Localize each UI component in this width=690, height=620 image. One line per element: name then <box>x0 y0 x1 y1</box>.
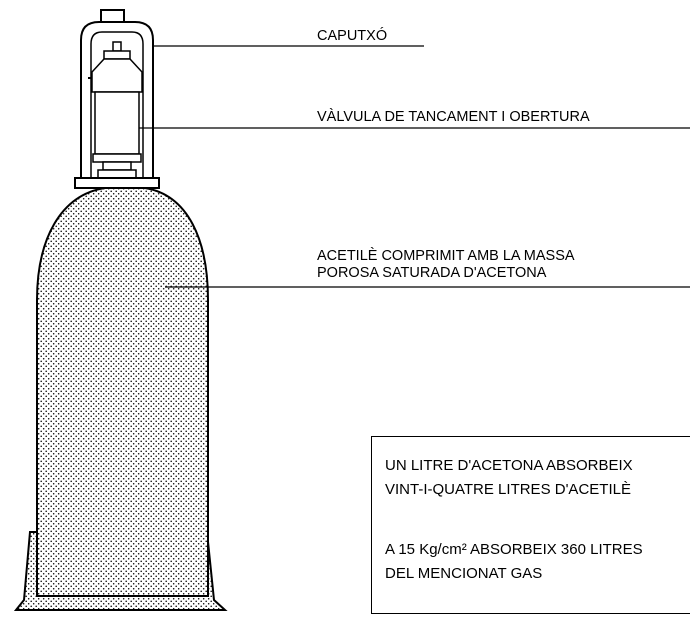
shutoff-valve <box>74 41 160 189</box>
acetylene-label-line1: ACETILÈ COMPRIMIT AMB LA MASSA <box>317 248 575 264</box>
info-box-line2: VINT-I-QUATRE LITRES D'ACETILÈ <box>385 481 631 498</box>
info-box-line3: A 15 Kg/cm² ABSORBEIX 360 LITRES <box>385 541 643 558</box>
cap-label: CAPUTXÓ <box>317 28 388 44</box>
info-box-line4: DEL MENCIONAT GAS <box>385 565 543 582</box>
valve-label: VÀLVULA DE TANCAMENT I OBERTURA <box>317 109 590 125</box>
cylinder-body <box>36 187 209 597</box>
acetone-info-box: UN LITRE D'ACETONA ABSORBEIX VINT-I-QUAT… <box>371 436 690 614</box>
info-box-line1: UN LITRE D'ACETONA ABSORBEIX <box>385 457 633 474</box>
acetylene-label-line2: POROSA SATURADA D'ACETONA <box>317 265 547 281</box>
